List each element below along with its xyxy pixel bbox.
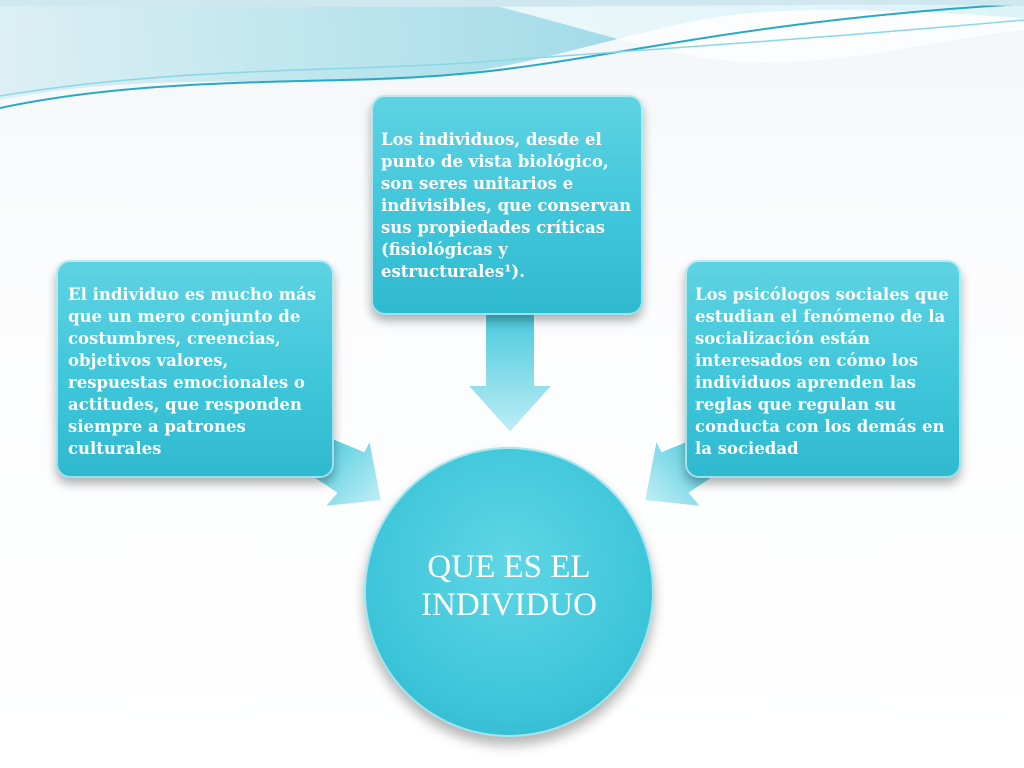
box-left-text: El individuo es mucho más que un mero co… (68, 285, 317, 458)
center-circle: QUE ES EL INDIVIDUO (364, 447, 654, 737)
box-right: Los psicólogos sociales que estudian el … (685, 260, 961, 478)
box-right-text: Los psicólogos sociales que estudian el … (695, 285, 949, 458)
box-left: El individuo es mucho más que un mero co… (56, 260, 334, 478)
center-label: QUE ES EL INDIVIDUO (421, 549, 597, 623)
box-top: Los individuos, desde el punto de vista … (371, 95, 643, 315)
box-top-text: Los individuos, desde el punto de vista … (381, 130, 632, 281)
arrow-down (465, 305, 555, 435)
